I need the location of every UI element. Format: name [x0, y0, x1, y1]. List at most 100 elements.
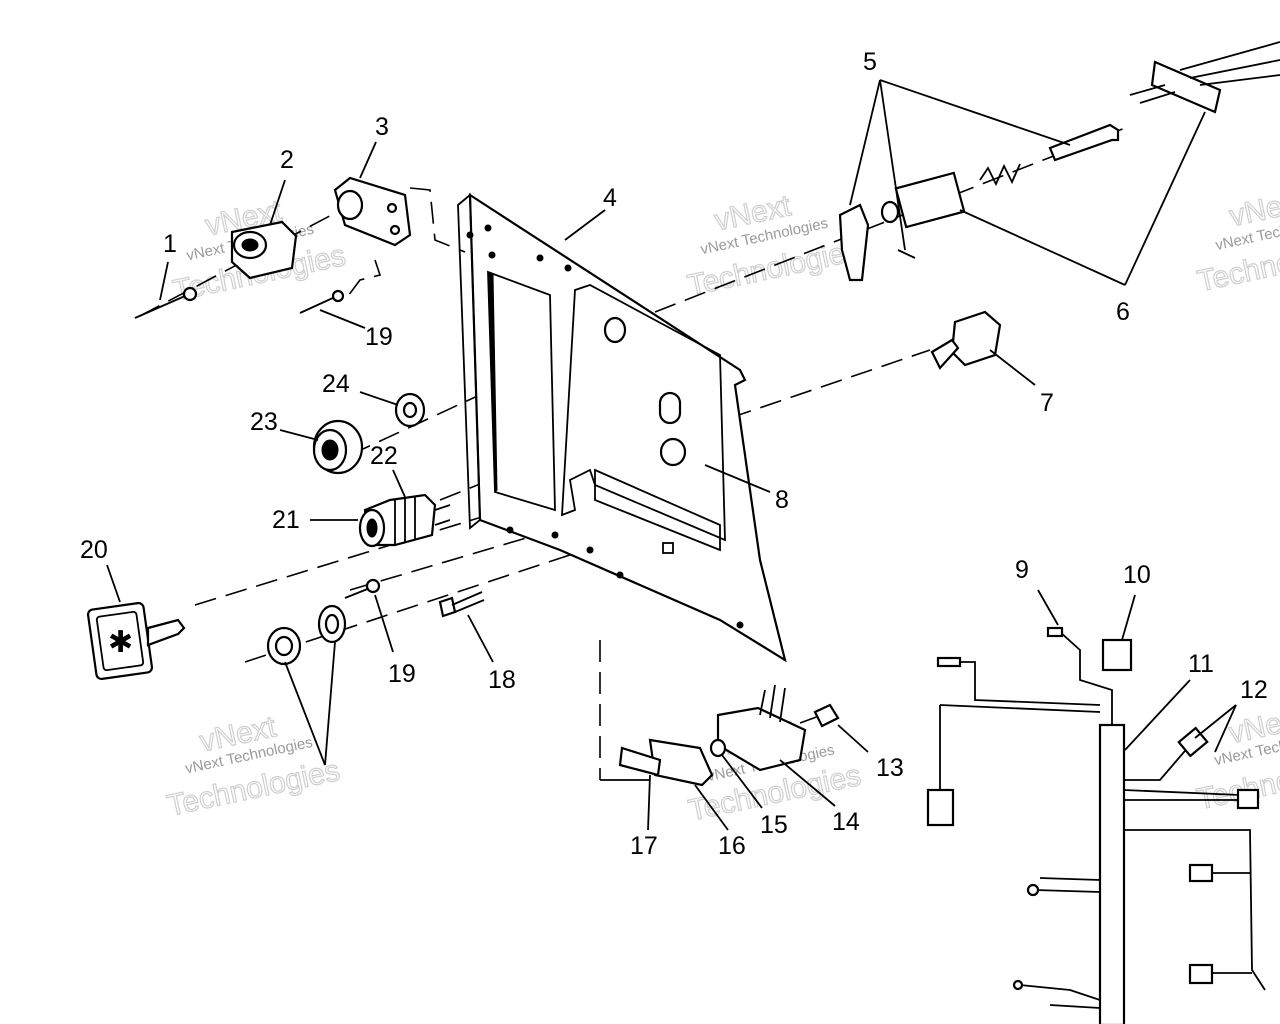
switch-terminal — [434, 519, 451, 526]
screw-upper-part — [299, 289, 345, 314]
screw-shaft — [134, 295, 186, 319]
toggle-switch-lever — [930, 338, 960, 370]
switch-terminal — [434, 504, 451, 511]
lock-plate-part — [230, 220, 298, 280]
leader-line — [269, 179, 286, 226]
bolt-shank — [451, 591, 483, 606]
callout-22: 22 — [370, 442, 398, 470]
leader-line — [359, 141, 377, 179]
toggle-switch-body — [950, 310, 1002, 367]
leader-line — [1124, 111, 1206, 286]
lock-washer-part — [394, 392, 426, 428]
leader-line — [721, 754, 763, 809]
leader-line — [837, 724, 869, 753]
terminal-strip — [618, 746, 662, 777]
assembly-line — [139, 199, 361, 317]
watermark-top-right: vNext vNext Technologies Technologies — [1194, 184, 1280, 299]
leader-line — [647, 774, 651, 831]
callout-18: 18 — [488, 666, 516, 694]
dash-panel-rivet — [536, 254, 544, 262]
connector-wire — [1189, 59, 1280, 79]
key-head-inner — [95, 610, 145, 672]
key-blade — [146, 618, 186, 647]
callout-11: 11 — [1188, 650, 1214, 678]
leader-line — [1214, 704, 1237, 753]
harness-wire — [1124, 829, 1266, 991]
ignition-switch-part — [358, 493, 451, 548]
connector-block — [1150, 60, 1222, 114]
callout-13: 13 — [876, 754, 904, 782]
harness-connector — [1188, 963, 1214, 985]
dash-panel-right-cutout — [561, 284, 726, 542]
callout-20: 20 — [80, 536, 108, 564]
leader-line — [1124, 679, 1191, 751]
bracket-hole — [336, 189, 364, 221]
dash-panel-flange — [457, 193, 481, 530]
dash-panel-rivet — [488, 251, 496, 259]
harness-ring-terminal — [1012, 979, 1024, 991]
callout-16: 16 — [718, 832, 746, 860]
leader-line — [359, 391, 399, 406]
bolt-head — [438, 596, 457, 618]
callout-24: 24 — [322, 370, 350, 398]
screw-lower-part — [344, 578, 381, 599]
screw-shaft — [299, 296, 336, 314]
screw-head — [365, 578, 381, 594]
leader-line — [374, 594, 394, 653]
harness-connector — [1236, 788, 1260, 810]
lock-washer-hole — [402, 401, 418, 419]
leader-line — [319, 309, 366, 329]
choke-plunger — [1048, 123, 1120, 162]
assembly-line — [409, 187, 466, 253]
harness-connector — [1188, 863, 1214, 883]
leader-line — [849, 79, 881, 206]
bracket-hole — [389, 224, 401, 236]
dash-panel-left-cutout-shadow — [487, 271, 498, 494]
leader-line — [284, 661, 326, 766]
callout-3: 3 — [375, 113, 389, 141]
connector-wire — [1179, 41, 1280, 71]
harness-wire — [1059, 631, 1113, 725]
callout-14: 14 — [832, 808, 860, 836]
terminal-wire — [759, 689, 766, 716]
screw-head — [182, 286, 198, 302]
dash-panel-rivet — [466, 231, 474, 239]
leader-line — [879, 79, 1071, 146]
dash-panel-rivet — [736, 621, 744, 629]
harness-ring-terminal — [1026, 883, 1040, 897]
bolt-shank — [454, 599, 485, 613]
bolt-part — [438, 591, 485, 618]
dash-panel-key-slot — [658, 391, 682, 425]
callout-1: 1 — [163, 230, 177, 258]
ignition-key-part: ✱ — [86, 601, 186, 681]
callout-19-upper: 19 — [365, 323, 393, 351]
leader-line — [564, 209, 606, 241]
leader-line — [704, 464, 771, 493]
key-star-icon: ✱ — [108, 625, 133, 660]
bracket-hole — [386, 202, 398, 214]
watermark-bottom-left: vNext vNext Technologies Technologies — [164, 710, 343, 824]
connector-wire — [1199, 74, 1280, 86]
screw-part — [134, 286, 198, 319]
switch-keyway — [366, 518, 378, 538]
dash-panel-slot — [594, 468, 721, 552]
screw-head — [331, 289, 345, 303]
terminal-block-part — [618, 684, 840, 787]
harness-main-trunk — [1098, 723, 1126, 1024]
leader-line — [1037, 589, 1059, 626]
callout-10: 10 — [1123, 561, 1151, 589]
dash-panel-hole — [659, 437, 687, 467]
callout-4: 4 — [603, 184, 617, 212]
dash-panel-rivet — [484, 224, 492, 232]
harness-wire — [1019, 984, 1101, 1001]
dash-panel-rivet — [551, 531, 559, 539]
leader-line — [1121, 594, 1136, 641]
assembly-line — [349, 527, 561, 591]
callout-21: 21 — [272, 506, 300, 534]
choke-pin — [897, 249, 916, 259]
callout-labels: 1 2 3 4 5 6 7 8 9 10 11 12 13 14 15 16 1… — [80, 48, 1268, 860]
assembly-line — [729, 349, 931, 419]
harness-connector — [926, 788, 955, 827]
callout-19-lower: 19 — [388, 660, 416, 688]
choke-assembly-part — [838, 123, 1120, 282]
